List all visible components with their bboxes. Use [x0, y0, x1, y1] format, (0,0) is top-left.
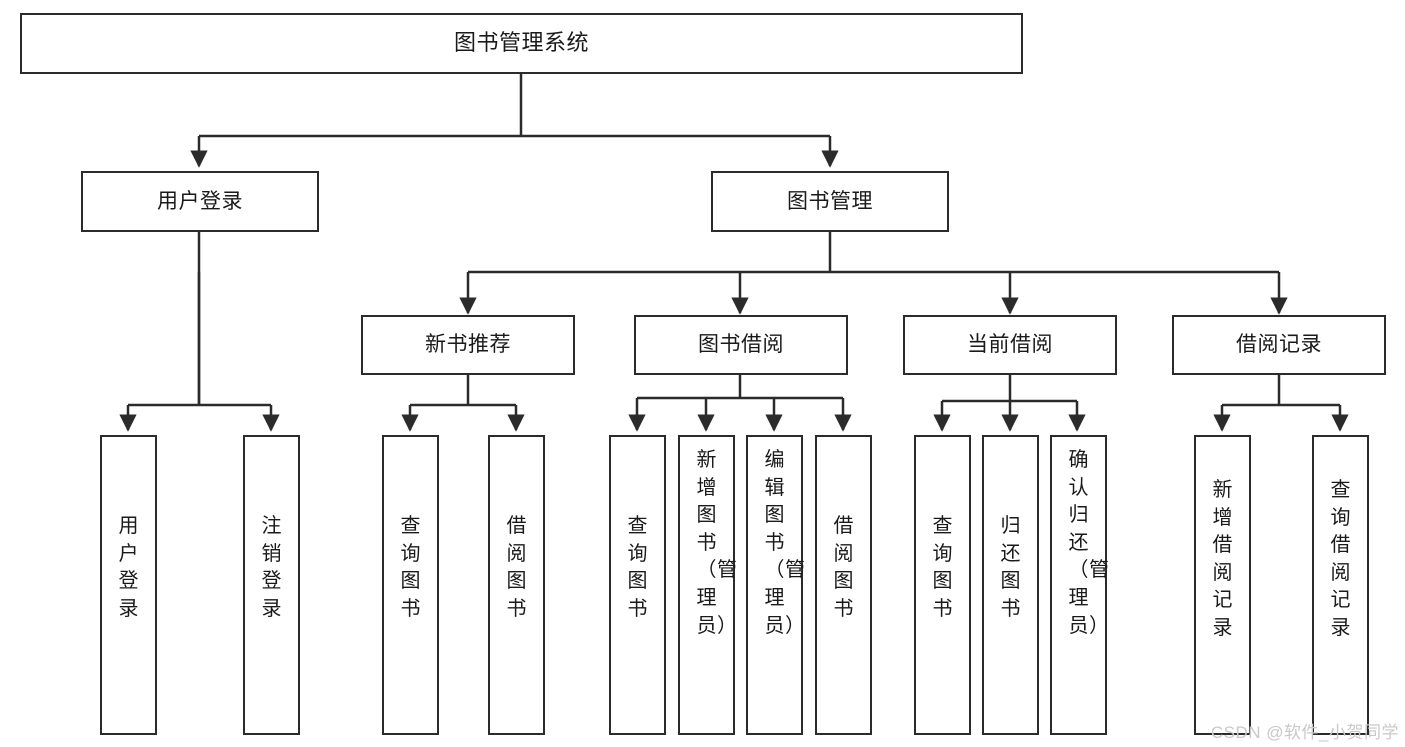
leaf-confirm-return-label: 确认归还（管理员） [1068, 449, 1110, 637]
leaf-borrow-book-1[interactable]: 借阅图书 [488, 435, 545, 735]
node-book-borrow-label: 图书借阅 [698, 333, 784, 357]
leaf-borrow-book-1-label: 借阅图书 [506, 515, 527, 620]
leaf-logout-label: 注销登录 [261, 515, 282, 620]
node-new-book-recommend-label: 新书推荐 [425, 333, 511, 357]
node-current-borrow-label: 当前借阅 [967, 333, 1053, 357]
leaf-query-record[interactable]: 查询借阅记录 [1312, 435, 1369, 735]
leaf-add-book-label: 新增图书（管理员） [696, 449, 738, 637]
node-borrow-record[interactable]: 借阅记录 [1172, 315, 1386, 375]
node-user-login-label: 用户登录 [157, 189, 243, 213]
node-borrow-record-label: 借阅记录 [1236, 333, 1322, 357]
leaf-add-record-label: 新增借阅记录 [1212, 479, 1233, 639]
node-book-manage-label: 图书管理 [787, 189, 873, 213]
leaf-user-login-label: 用户登录 [118, 515, 139, 620]
leaf-query-book-1-label: 查询图书 [400, 515, 421, 620]
leaf-borrow-book-2-label: 借阅图书 [833, 515, 854, 620]
leaf-add-record[interactable]: 新增借阅记录 [1194, 435, 1251, 735]
leaf-query-record-label: 查询借阅记录 [1330, 479, 1351, 639]
node-root[interactable]: 图书管理系统 [20, 13, 1023, 74]
leaf-query-book-1[interactable]: 查询图书 [382, 435, 439, 735]
leaf-query-book-2-label: 查询图书 [627, 515, 648, 620]
node-new-book-recommend[interactable]: 新书推荐 [361, 315, 575, 375]
leaf-user-login[interactable]: 用户登录 [100, 435, 157, 735]
node-user-login[interactable]: 用户登录 [81, 171, 319, 232]
node-current-borrow[interactable]: 当前借阅 [903, 315, 1117, 375]
node-book-manage[interactable]: 图书管理 [711, 171, 949, 232]
leaf-borrow-book-2[interactable]: 借阅图书 [815, 435, 872, 735]
leaf-logout[interactable]: 注销登录 [243, 435, 300, 735]
node-book-borrow[interactable]: 图书借阅 [634, 315, 848, 375]
leaf-edit-book-label: 编辑图书（管理员） [764, 449, 806, 637]
leaf-query-book-3[interactable]: 查询图书 [914, 435, 971, 735]
leaf-query-book-2[interactable]: 查询图书 [609, 435, 666, 735]
leaf-return-book-label: 归还图书 [1000, 515, 1021, 620]
csdn-watermark: CSDN @软件_小贺同学 [1210, 723, 1399, 742]
leaf-confirm-return[interactable]: 确认归还（管理员） [1050, 435, 1110, 735]
leaf-return-book[interactable]: 归还图书 [982, 435, 1039, 735]
leaf-add-book[interactable]: 新增图书（管理员） [678, 435, 738, 735]
leaf-edit-book[interactable]: 编辑图书（管理员） [746, 435, 806, 735]
leaf-query-book-3-label: 查询图书 [932, 515, 953, 620]
node-root-label: 图书管理系统 [453, 30, 589, 56]
